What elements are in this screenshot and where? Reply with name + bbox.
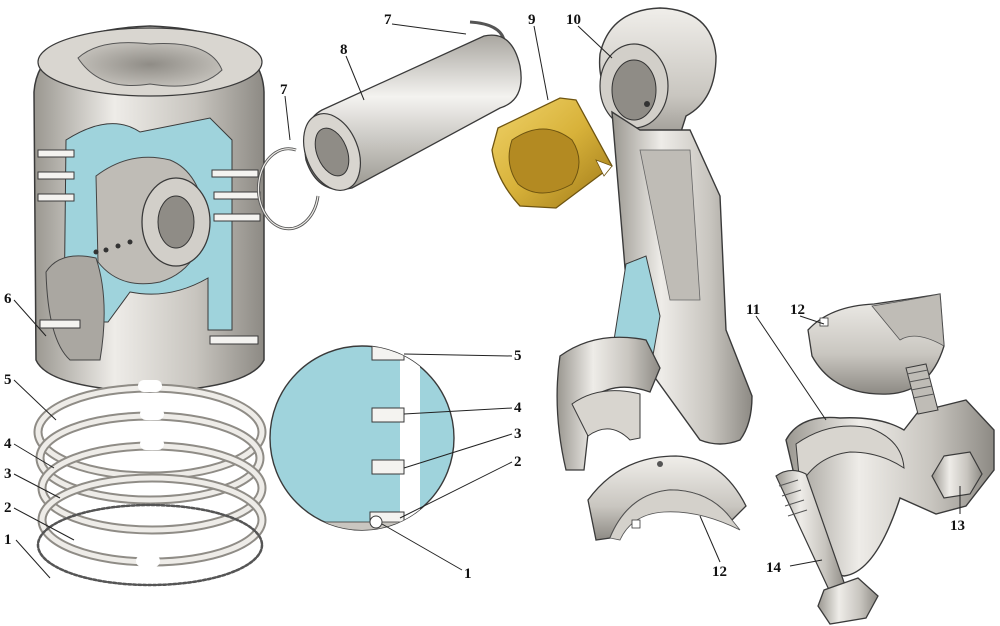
label-14-bolt: 14 <box>766 560 782 576</box>
label-12-shell-lower: 12 <box>712 564 727 580</box>
label-8-pin: 8 <box>340 42 348 58</box>
small-end-bushing <box>491 97 613 209</box>
bearing-shell-lower <box>587 455 747 541</box>
label-detail-3: 3 <box>514 426 522 442</box>
callout-labels: 1 2 3 4 5 6 7 7 8 9 10 11 12 12 13 14 5 … <box>4 12 965 582</box>
label-5-ring: 5 <box>4 372 12 388</box>
label-7-lock-ring-left: 7 <box>280 82 288 98</box>
ring-1-expander <box>36 503 264 587</box>
label-1-ring: 1 <box>4 532 12 548</box>
label-6-piston: 6 <box>4 291 12 307</box>
label-10-rod: 10 <box>566 12 581 28</box>
label-detail-4: 4 <box>514 400 522 416</box>
label-9-bushing: 9 <box>528 12 536 28</box>
groove-detail-view <box>269 345 455 531</box>
label-13-nut: 13 <box>950 518 965 534</box>
piston-pin <box>303 34 522 191</box>
label-2-ring: 2 <box>4 500 12 516</box>
leader-lines <box>13 23 961 579</box>
label-12-shell-upper: 12 <box>790 302 805 318</box>
label-detail-1: 1 <box>464 566 472 582</box>
label-3-ring: 3 <box>4 466 12 482</box>
rod-bolt <box>775 469 879 625</box>
label-11-cap: 11 <box>746 302 760 318</box>
piston-rings <box>33 380 267 587</box>
label-detail-5: 5 <box>514 348 522 364</box>
connecting-rod <box>556 7 753 471</box>
connecting-rod-cap <box>785 363 995 577</box>
label-4-ring: 4 <box>4 436 12 452</box>
piston <box>33 25 265 393</box>
label-detail-2: 2 <box>514 454 522 470</box>
label-7-lock-ring-top: 7 <box>384 12 392 28</box>
